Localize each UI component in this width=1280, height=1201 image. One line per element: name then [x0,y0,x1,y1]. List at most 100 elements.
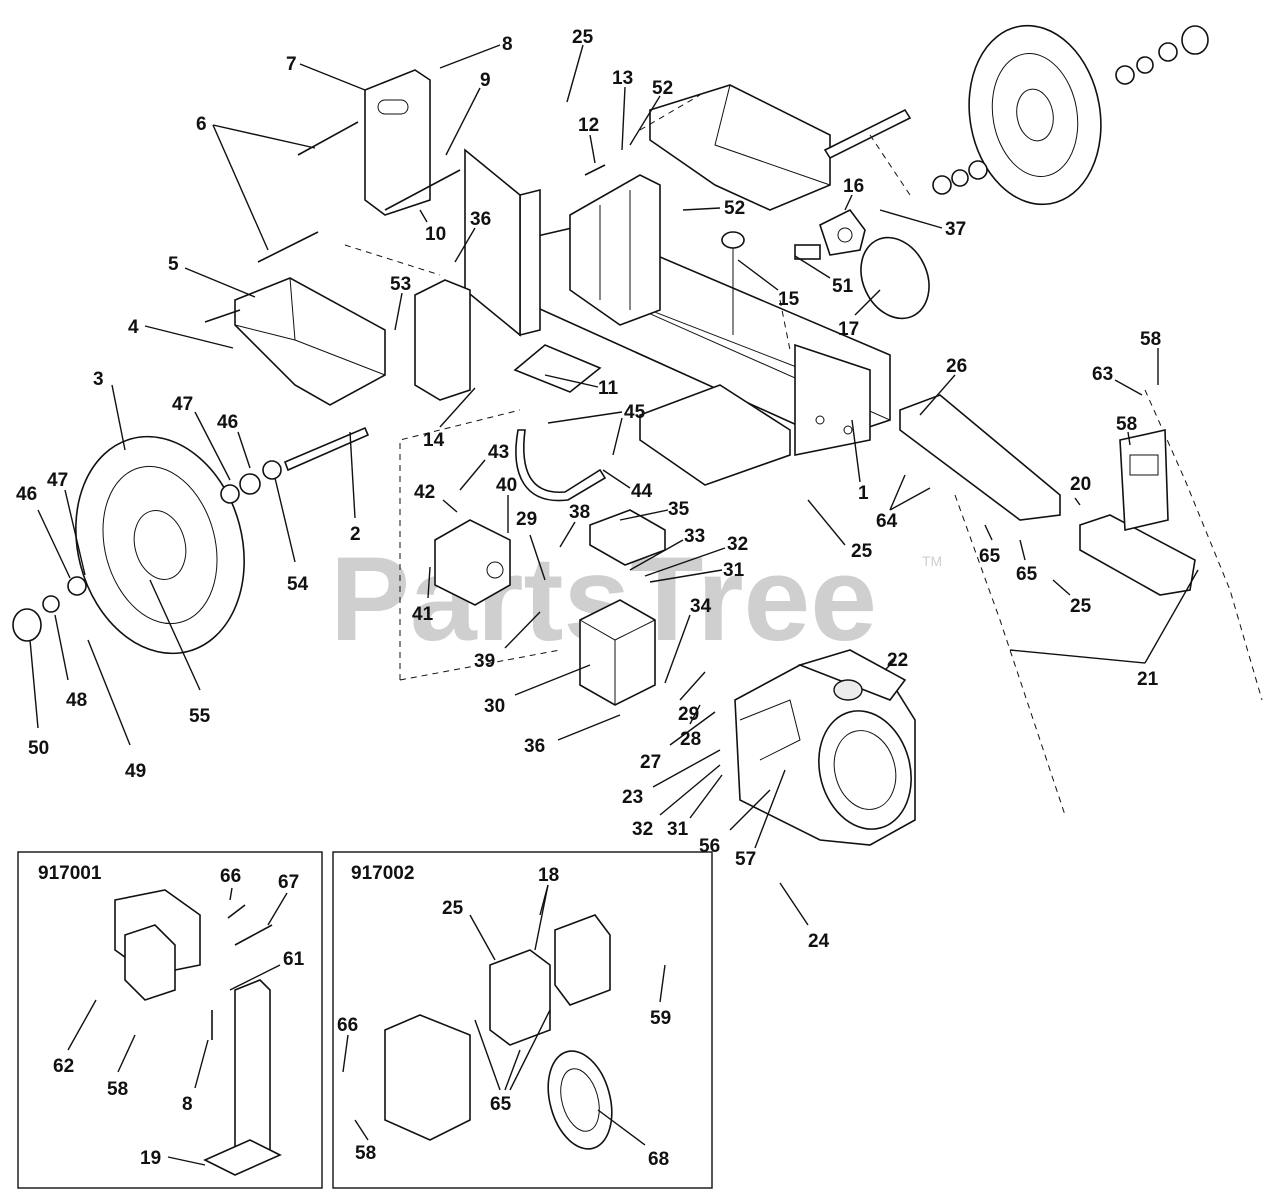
callout-65-right: 65 [1016,564,1038,585]
callout-50: 50 [28,738,49,759]
wheel-left-3 [75,435,245,655]
beam-guide-plates [569,174,661,326]
callout-32-upper: 32 [727,534,748,555]
callout-12: 12 [578,115,599,136]
inset-title-917001: 917001 [38,863,102,884]
callout-22: 22 [887,650,908,671]
callout-23: 23 [622,787,643,808]
callout-46-left: 46 [16,484,37,505]
callout-21: 21 [1137,669,1159,690]
hub-parts-left [12,460,282,642]
callout-25-right: 25 [1070,596,1092,617]
inset-callout-65: 66 [337,1015,358,1036]
hose-44 [515,429,607,502]
inset-callout-58: 65 [490,1094,512,1115]
callout-4: 4 [128,317,139,338]
pin-6-upper [297,121,359,156]
callout-7: 7 [286,54,297,75]
inset-callout-59: 25 [442,898,464,919]
callout-63: 58 [1116,414,1137,435]
callout-32-lower: 32 [632,819,653,840]
callout-25-mid: 25 [851,541,873,562]
callout-40: 40 [496,475,517,496]
callout-31-upper: 31 [723,560,745,581]
inset-917002-caster-mount [554,914,611,1006]
callout-36-upper: 36 [470,209,491,230]
callout-24: 24 [808,931,830,952]
callout-48: 48 [66,690,87,711]
callout-31-lower: 31 [667,819,689,840]
callout-3: 3 [93,369,104,390]
inset-callout-61: 67 [278,872,299,893]
inset-917002-plate [384,1014,471,1141]
callout-20: 20 [1070,474,1091,495]
callout-47-left: 47 [47,470,68,491]
callout-47-right: 47 [172,394,193,415]
callout-16: 16 [843,176,864,197]
handle-bracket-7 [364,69,431,216]
callout-6: 6 [196,114,207,135]
coupler-housing-30 [579,599,656,706]
inset-callout-58: 62 [53,1056,74,1077]
callout-65-left: 64 [876,511,898,532]
callout-10: 10 [425,224,446,245]
inset-callout-8: 58 [107,1079,128,1100]
callout-33: 33 [684,526,705,547]
engine-22 [734,649,916,846]
tongue-26 [899,394,1061,521]
inset-title-917002: 917002 [351,863,414,884]
callout-17: 17 [838,319,859,340]
callout-44: 44 [631,481,653,502]
hitch-20 [1079,514,1196,596]
inset-callout-68: 58 [355,1143,376,1164]
callout-25-top: 25 [572,27,594,48]
pump-41 [434,519,511,606]
callout-38: 38 [569,502,590,523]
inset-917001-bolt-67 [227,904,246,919]
callout-35: 35 [668,499,690,520]
callout-51: 51 [832,276,854,297]
plate-63 [1119,429,1169,531]
callout-1: 1 [858,483,869,504]
inset-917001-jack-stand-18 [203,979,282,1176]
hub-parts-right [932,25,1209,195]
callout-5: 5 [168,254,179,275]
callout-53: 53 [390,274,411,295]
callout-29-upper: 29 [516,509,537,530]
bracket-4-arm [204,309,241,323]
inset-917002-bracket-59 [489,949,551,1046]
inset-callout-60: 68 [648,1149,669,1170]
fender-left-5 [234,277,386,406]
callout-39: 39 [474,651,495,672]
inset-box-917001 [17,851,323,1189]
callout-46-right: 46 [217,412,238,433]
inset-callout-18: 19 [140,1148,161,1169]
callout-54: 54 [287,574,309,595]
callout-13: 13 [612,68,633,89]
inset-917001-bolt-61 [234,924,273,946]
callout-14: 14 [423,430,445,451]
inset-callout-62: 61 [283,949,305,970]
valve-16 [794,208,866,260]
inset-callout-25: 18 [538,865,559,886]
inset-callout-19: 8 [182,1094,193,1115]
callout-30: 30 [484,696,505,717]
wedge-plate [464,148,541,337]
callout-49: 49 [125,761,146,782]
callout-43: 43 [488,442,509,463]
callout-52-top: 52 [652,78,673,99]
frame-bracket-11 [513,344,602,393]
callout-56: 56 [699,836,720,857]
inset-callout-66: 59 [650,1008,671,1029]
callout-34: 34 [690,596,712,617]
inset-callout-67: 66 [220,866,241,887]
pin-6-lower [257,231,319,263]
assembly-guide-lines [344,94,911,681]
inset-917002-caster-60 [547,1050,613,1150]
callout-55: 55 [189,706,211,727]
callout-9: 9 [480,70,491,91]
safety-chain-left [954,494,1066,816]
fender-right [649,84,831,211]
callout-37: 37 [945,219,966,240]
